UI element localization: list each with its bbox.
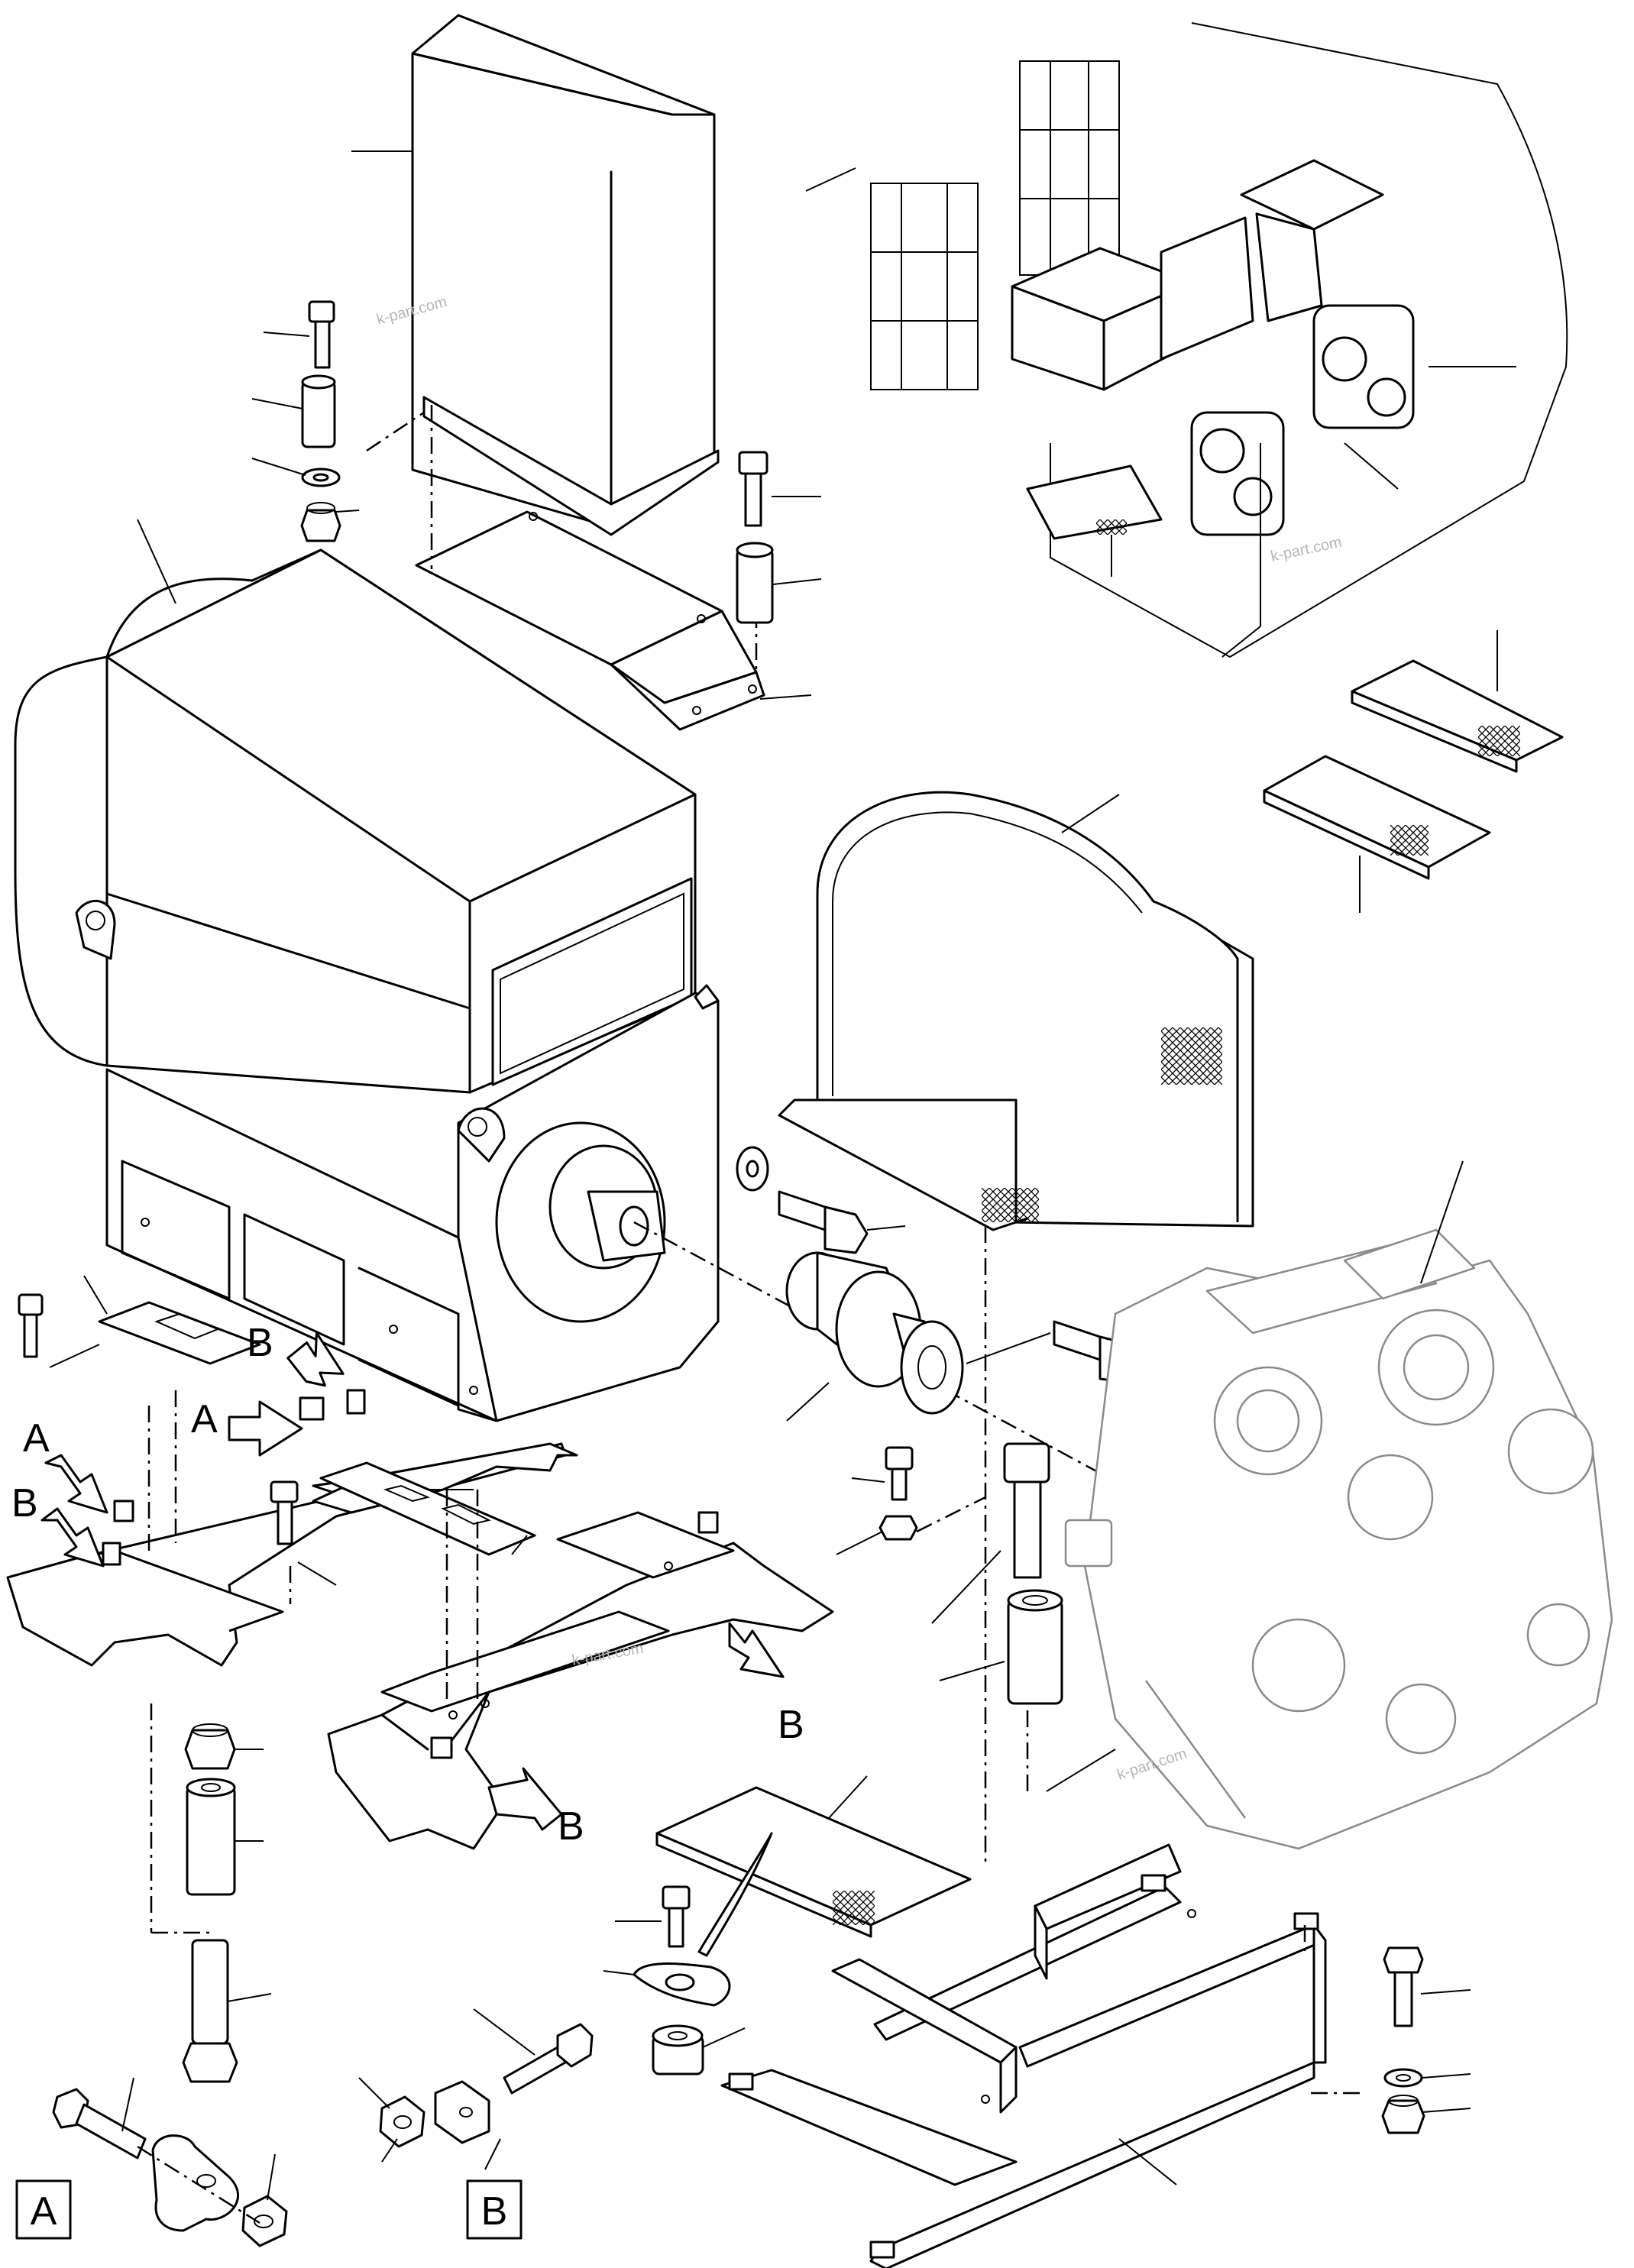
- arrow-label-b-right: B: [778, 1703, 804, 1747]
- gearbox-spacer: [1007, 1589, 1063, 1705]
- panel-bolt: [662, 1885, 691, 1948]
- arrow-label-a-upper: A: [191, 1397, 218, 1441]
- coupling-washer: [736, 1146, 769, 1192]
- shim-bolt: [18, 1293, 44, 1358]
- arrow-label-a-left: A: [23, 1416, 50, 1461]
- base-right-leaders: [1420, 1989, 1471, 2113]
- detail-b-nut: [379, 2095, 425, 2148]
- box-mount-washer: [301, 468, 341, 487]
- arrow-b-right: [728, 1622, 785, 1678]
- arrow-label-b-left: B: [11, 1481, 38, 1525]
- arrow-label-b-lower: B: [558, 1804, 584, 1849]
- detail-b-block: [434, 2080, 490, 2144]
- centerline: [916, 1496, 986, 1533]
- rail-bolt: [270, 1480, 299, 1545]
- base-left-leaders: [227, 1749, 272, 2002]
- coupling-hub: [785, 1251, 964, 1415]
- arrow-a-upper: [228, 1400, 303, 1457]
- generator-leader: [137, 519, 176, 604]
- arrow-b-upper: [286, 1331, 345, 1387]
- leader: [297, 1561, 337, 1586]
- mesh-plate-leader: [828, 1775, 868, 1819]
- leader: [603, 1970, 635, 1975]
- mesh-panel-top: [1351, 659, 1564, 773]
- detail-a-nut: [241, 2195, 288, 2247]
- leader: [83, 1275, 108, 1315]
- box-mount-nut: [300, 502, 341, 542]
- leader: [931, 1550, 1001, 1624]
- leader: [836, 1531, 883, 1555]
- detail-a-leaders: [121, 2077, 276, 2201]
- guard-leader: [1061, 794, 1120, 833]
- watermark: k-part.com: [1269, 534, 1343, 565]
- arrow-label-b-upper: B: [247, 1321, 273, 1365]
- gearbox-leader: [1420, 1160, 1464, 1284]
- arrow-b-lower: [487, 1767, 563, 1831]
- view-label-a-box: A: [15, 2179, 72, 2240]
- box-side-leaders: [759, 496, 822, 700]
- gearbox-leader: [1046, 1749, 1116, 1792]
- base-spacer-left: [186, 1778, 236, 1896]
- gearbox-bolt: [885, 1446, 914, 1501]
- base-nut-left: [184, 1723, 236, 1770]
- leader: [49, 1344, 100, 1368]
- view-label-a: A: [31, 2189, 57, 2234]
- centerline: [137, 2145, 260, 2224]
- mesh-panel-bottom: [1263, 755, 1491, 880]
- coupling-bolt-leader: [866, 1225, 906, 1231]
- leader: [702, 2027, 746, 2048]
- overview-detail: [805, 22, 1568, 658]
- shim-plate-2: [319, 1461, 536, 1556]
- box-side-bolt: [738, 451, 768, 527]
- generator: [14, 548, 720, 1422]
- panel-spacer: [652, 2024, 704, 2075]
- detail-b-bolt: [503, 2023, 594, 2095]
- stopper-block: [102, 1389, 719, 1759]
- coupling-hub-leader: [786, 1382, 830, 1422]
- leader: [851, 1477, 885, 1483]
- box-mount-leaders: [251, 150, 413, 513]
- base-nut-right: [1381, 2095, 1425, 2134]
- leader: [511, 1535, 528, 1555]
- gearbox-nut-small: [878, 1515, 918, 1541]
- arrow-b-left: [40, 1507, 105, 1568]
- gearbox-long-bolt: [1003, 1442, 1050, 1579]
- view-label-b-box: B: [466, 2179, 523, 2240]
- box-mount-bolt: [308, 300, 335, 369]
- mesh-plate-bottom: [655, 1786, 972, 1938]
- box-side-spacer: [736, 542, 774, 624]
- control-box: [411, 14, 765, 731]
- base-washer-right: [1383, 2068, 1423, 2088]
- base-bolt-right: [1383, 1946, 1424, 2027]
- detail-a-bolt: [52, 2088, 147, 2160]
- arrow-a-left: [44, 1454, 108, 1514]
- panel-bracket: [633, 1962, 731, 2007]
- base-long-bolt-left: [182, 1939, 238, 2083]
- box-mount-spacer: [301, 374, 336, 448]
- view-label-b: B: [481, 2189, 508, 2234]
- coupling-bolt: [778, 1190, 869, 1254]
- coupling-guard: [778, 791, 1254, 1231]
- gearbox: k-part.com: [1064, 1228, 1613, 1850]
- base-frame-leader: [1118, 2138, 1177, 2185]
- centerline: [366, 411, 425, 452]
- coupling-bolt-2-leader: [966, 1332, 1051, 1364]
- fastening-clip: [697, 1832, 773, 1957]
- base-frame: [720, 1843, 1327, 2268]
- shim-plate-1: [98, 1301, 261, 1365]
- detail-b-leaders: [358, 2008, 535, 2170]
- leader: [939, 1661, 1005, 1681]
